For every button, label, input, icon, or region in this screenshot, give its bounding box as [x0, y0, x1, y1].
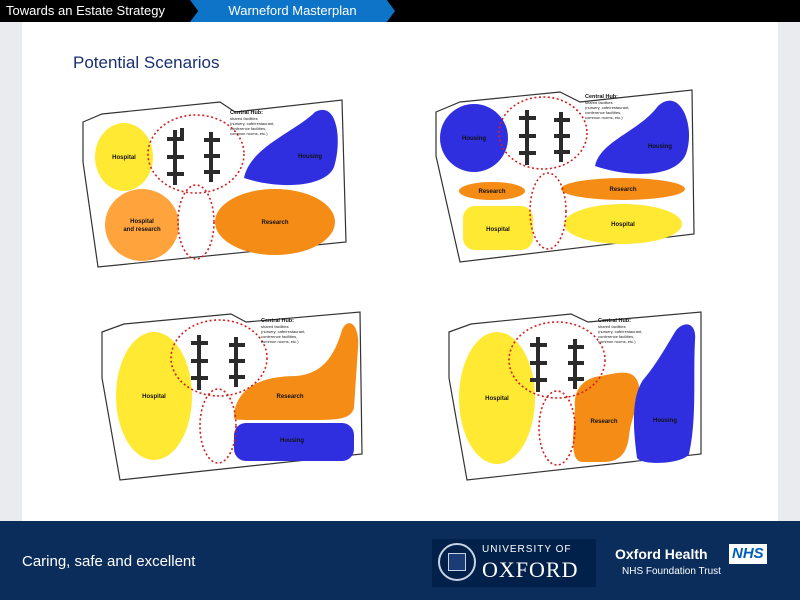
zone-label: Housing: [280, 438, 304, 444]
zone-research: Research: [561, 178, 685, 200]
hub-line: shared facilities: [598, 324, 626, 329]
hub-line: shared facilities: [230, 116, 258, 121]
page-title: Potential Scenarios: [73, 53, 220, 72]
zone-label: Research: [478, 189, 505, 195]
hub-line: conference facilities,: [598, 334, 634, 339]
zone-housing: Housing: [440, 104, 508, 172]
zone-research: Research: [233, 323, 359, 420]
footer-tagline: Caring, safe and excellent: [22, 553, 196, 570]
hub-line: conference facilities,: [230, 126, 266, 131]
zone-housing: Housing: [244, 109, 338, 186]
zone-label: Hospital: [142, 394, 166, 400]
zone-hospital: Hospital: [459, 332, 535, 464]
zone-label: Research: [261, 220, 288, 226]
zone-label: Housing: [653, 418, 677, 424]
central-hub-boundary: [498, 96, 588, 250]
zone-label: Research: [609, 187, 636, 193]
scenario-3-diagram: Hospital Research Housing Central Hub: s…: [101, 311, 363, 481]
zone-research: Research: [573, 372, 640, 462]
zone-hospital: Hospital: [463, 206, 533, 250]
hub-annotation: Central Hub: shared facilities (nursery,…: [585, 94, 629, 120]
zone-hospital: Hospital: [564, 204, 682, 244]
breadcrumb-section[interactable]: Towards an Estate Strategy: [0, 0, 196, 22]
hub-line: conference facilities,: [585, 110, 621, 115]
nhs-logo: NHS: [729, 544, 767, 564]
breadcrumb: Towards an Estate Strategy Warneford Mas…: [0, 0, 800, 22]
zone-label-line2: and research: [123, 227, 161, 233]
central-hub-boundary: [147, 114, 245, 260]
zone-label: Hospital: [611, 222, 635, 228]
trust-name: NHS Foundation Trust: [622, 566, 721, 577]
hub-title: Central Hub:: [230, 110, 263, 116]
hub-line: common rooms, etc.): [598, 339, 636, 344]
zone-housing: Housing: [234, 423, 354, 461]
zone-hospital-and-research: Hospital and research: [105, 189, 179, 261]
university-of-text: UNIVERSITY OF: [482, 544, 572, 555]
university-seal-icon: [438, 543, 476, 581]
building-footprint: [530, 337, 584, 392]
zone-hospital: Hospital: [116, 332, 192, 460]
hub-line: common rooms, etc.): [230, 131, 268, 136]
hub-title: Central Hub:: [598, 318, 631, 324]
hub-title: Central Hub:: [585, 94, 618, 100]
hub-annotation: Central Hub: shared facilities (nursery,…: [598, 318, 642, 344]
hub-annotation: Central Hub: shared facilities (nursery,…: [230, 110, 274, 136]
building-footprint: [167, 128, 220, 185]
hub-annotation: Central Hub: shared facilities (nursery,…: [261, 318, 305, 344]
zone-label: Hospital: [112, 155, 136, 161]
building-footprint: [191, 335, 245, 390]
zone-research: Research: [215, 189, 335, 255]
zone-label: Hospital: [485, 396, 509, 402]
hub-line: (nursery, cafe/restaurant,: [598, 329, 642, 334]
zone-label: Hospital: [130, 219, 154, 225]
zone-label: Housing: [648, 144, 672, 150]
zone-housing: Housing: [595, 100, 690, 174]
footer: Caring, safe and excellent UNIVERSITY OF…: [0, 521, 800, 600]
hub-line: shared facilities: [585, 100, 613, 105]
scenario-1-diagram: Hospital Hospital and research Research …: [82, 99, 347, 268]
hub-line: (nursery, cafe/restaurant,: [230, 121, 274, 126]
zone-label: Research: [590, 419, 617, 425]
hub-line: common rooms, etc.): [585, 115, 623, 120]
hub-line: common rooms, etc.): [261, 339, 299, 344]
zone-housing: Housing: [633, 324, 696, 463]
hub-line: shared facilities: [261, 324, 289, 329]
hub-title: Central Hub:: [261, 318, 294, 324]
hub-line: conference facilities,: [261, 334, 297, 339]
zone-research: Research: [459, 182, 525, 200]
hub-line: (nursery, cafe/restaurant,: [585, 105, 629, 110]
zone-label: Housing: [298, 154, 322, 160]
zone-label: Hospital: [486, 227, 510, 233]
oxford-text: OXFORD: [482, 557, 579, 582]
zone-label: Housing: [462, 136, 486, 142]
scenario-2-diagram: Housing Research Hospital Research Hospi…: [435, 89, 695, 263]
building-footprint: [519, 110, 570, 165]
oxford-health-name: Oxford Health: [615, 546, 708, 562]
central-hub-boundary: [170, 319, 268, 464]
breadcrumb-current[interactable]: Warneford Masterplan: [190, 0, 395, 22]
oxford-logo: UNIVERSITY OF OXFORD: [432, 539, 596, 587]
hub-line: (nursery, cafe/restaurant,: [261, 329, 305, 334]
zone-hospital: Hospital: [95, 123, 153, 191]
scenario-4-diagram: Hospital Research Housing Central Hub: s…: [448, 311, 702, 481]
zone-label: Research: [276, 394, 303, 400]
central-hub-boundary: [508, 321, 606, 466]
